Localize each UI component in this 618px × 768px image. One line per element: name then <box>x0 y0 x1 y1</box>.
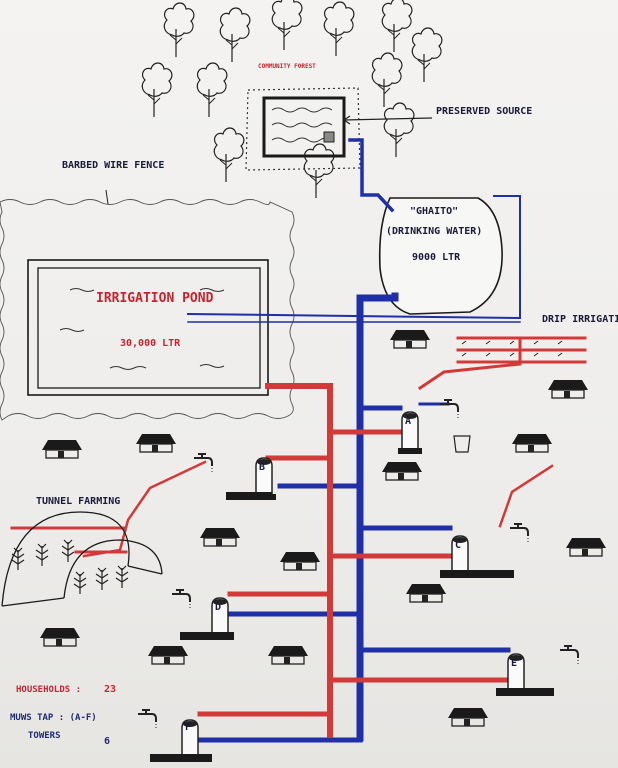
households-label: HOUSEHOLDS : <box>16 685 81 695</box>
community-forest-label: COMMUNITY FOREST <box>258 63 316 70</box>
tap-tower-f <box>137 709 212 763</box>
tap-tower-a <box>397 399 471 455</box>
muws-tap-label: MUWS TAP : (A-F) <box>10 713 97 723</box>
barbed-wire-label: BARBED WIRE FENCE <box>62 160 164 171</box>
preserved-source-label: PRESERVED SOURCE <box>436 106 532 117</box>
ghaito-capacity: 9000 LTR <box>412 252 461 263</box>
preserved-source-arrow <box>343 117 433 121</box>
tap-tower-d <box>171 589 234 641</box>
towers-label: TOWERS <box>28 731 61 741</box>
drip-lines <box>461 340 563 357</box>
drip-irrigation-label: DRIP IRRIGATION <box>542 314 618 325</box>
tunnel-farming-label: TUNNEL FARMING <box>36 496 120 507</box>
tap-e-label: E <box>511 658 517 669</box>
tap-b-label: B <box>259 462 265 473</box>
tap-tower-b <box>193 453 277 501</box>
tap-a-label: A <box>405 416 411 427</box>
tunnel-farming <box>1 511 163 607</box>
tunnel-plants <box>11 539 129 595</box>
tap-c-label: C <box>455 540 461 551</box>
irrigation-pond-label: IRRIGATION POND <box>96 291 214 306</box>
ghaito-name: "GHAITO" <box>410 206 458 217</box>
irrigation-pond <box>27 259 269 396</box>
tap-tower-c <box>440 523 529 579</box>
ghaito-purpose: (DRINKING WATER) <box>386 226 482 237</box>
tap-f-label: F <box>185 722 191 733</box>
ghaito-tank <box>378 197 503 315</box>
drinking-water-pipes <box>186 138 521 743</box>
irrigation-pipes <box>10 336 587 738</box>
households-value: 23 <box>104 684 116 695</box>
preserved-source-enclosure <box>245 87 361 171</box>
pond-capacity-label: 30,000 LTR <box>120 338 181 349</box>
towers-value: 6 <box>104 736 110 747</box>
tap-d-label: D <box>215 602 221 613</box>
tap-tower-e <box>496 645 579 697</box>
barbed-wire-fence <box>0 199 295 421</box>
